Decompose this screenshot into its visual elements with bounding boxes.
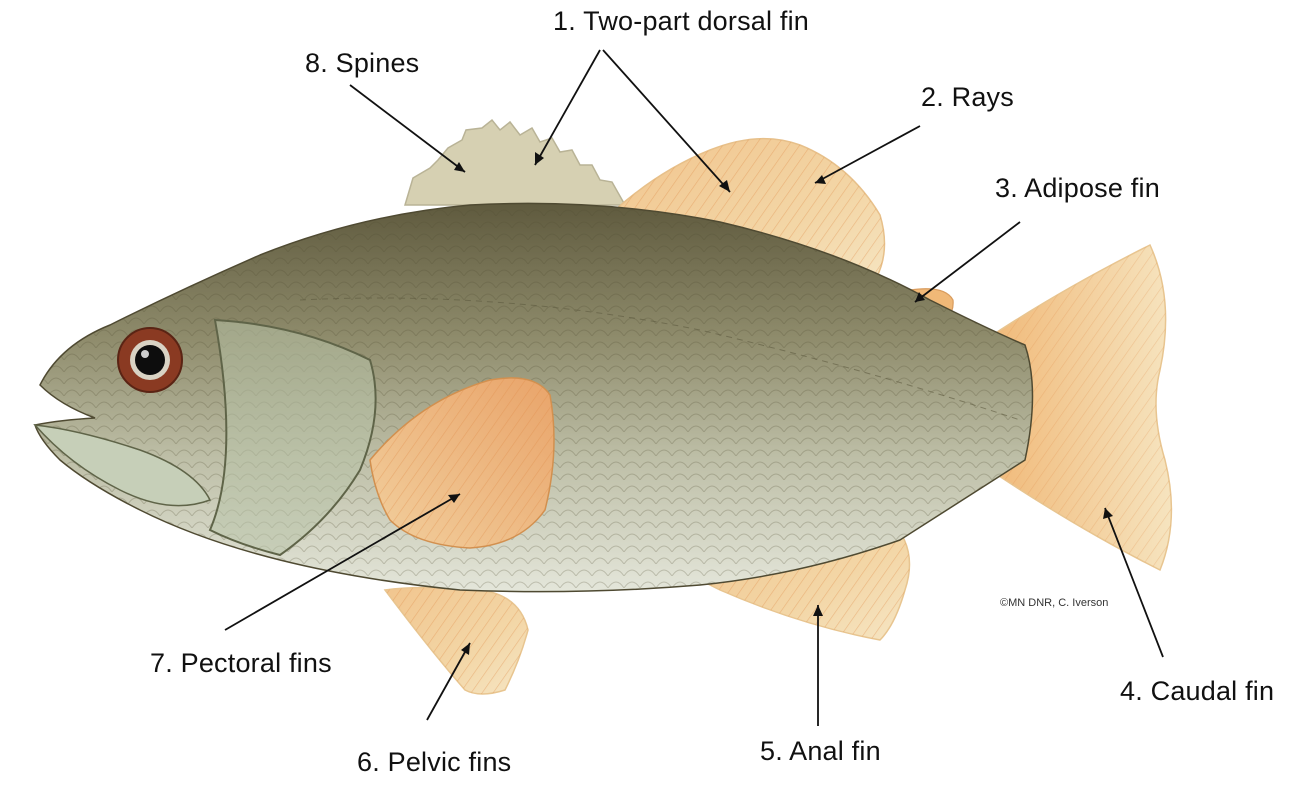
label-adipose-fin: 3. Adipose fin [995,173,1160,204]
leader-adipose [915,222,1020,302]
label-dorsal-fin: 1. Two-part dorsal fin [553,6,809,37]
spiny-dorsal-fin [405,120,625,205]
label-pelvic-fins: 6. Pelvic fins [357,747,511,778]
label-caudal-fin: 4. Caudal fin [1120,676,1274,707]
label-rays: 2. Rays [921,82,1014,113]
leader-dorsal-b [603,50,730,192]
image-credit: ©MN DNR, C. Iverson [1000,597,1108,609]
label-pectoral-fins: 7. Pectoral fins [150,648,332,679]
label-spines: 8. Spines [305,48,419,79]
leader-spines [350,85,465,172]
leader-dorsal-a [535,50,600,165]
label-anal-fin: 5. Anal fin [760,736,881,767]
eye-pupil [135,345,165,375]
leader-rays [815,126,920,183]
